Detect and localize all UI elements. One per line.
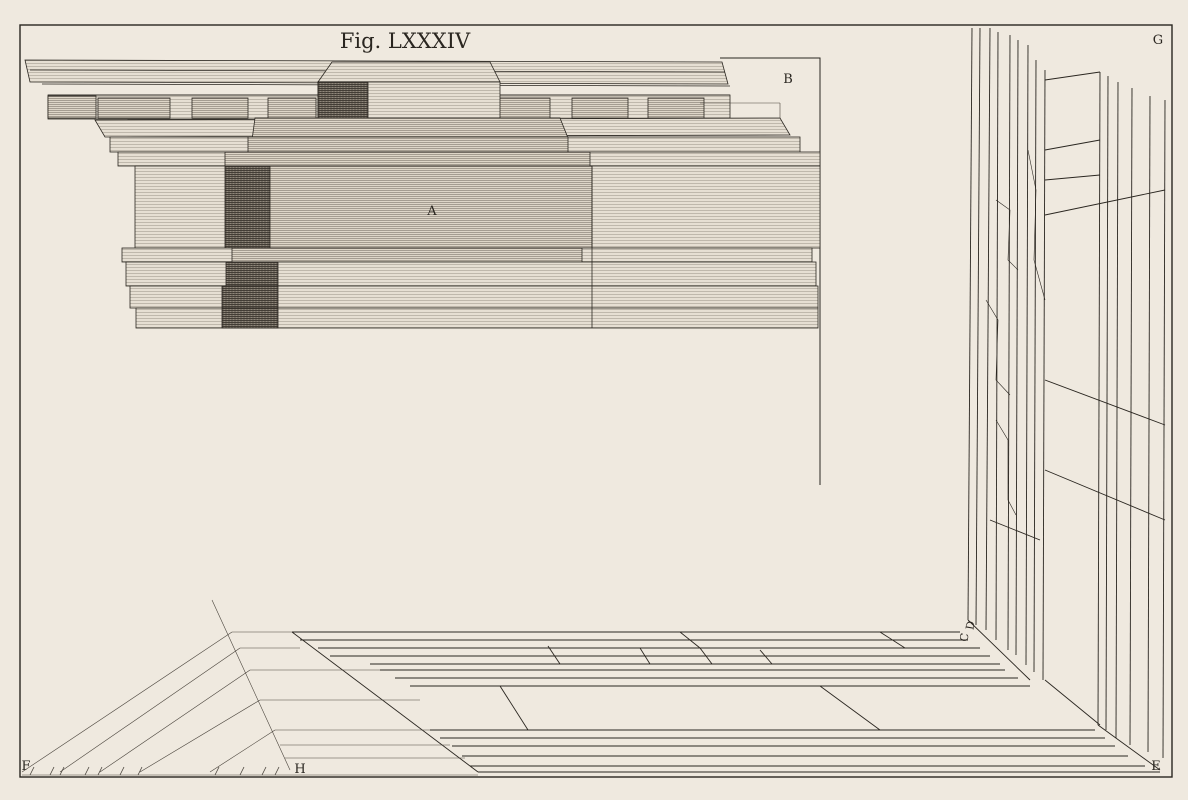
label-f: F xyxy=(21,759,30,774)
figure-title: Fig. LXXXIV xyxy=(340,29,471,53)
construction-lines xyxy=(21,102,781,776)
label-c: C xyxy=(957,632,971,643)
plate-border xyxy=(19,24,1173,778)
label-b: B xyxy=(783,72,793,87)
label-g: G xyxy=(1153,33,1163,48)
label-a: A xyxy=(426,204,437,219)
label-h: H xyxy=(294,762,305,777)
label-d: D xyxy=(963,620,977,631)
horizontal-section xyxy=(291,631,1160,773)
entablature-elevation xyxy=(24,57,821,485)
vertical-section xyxy=(967,27,1166,771)
label-e: E xyxy=(1151,759,1161,774)
